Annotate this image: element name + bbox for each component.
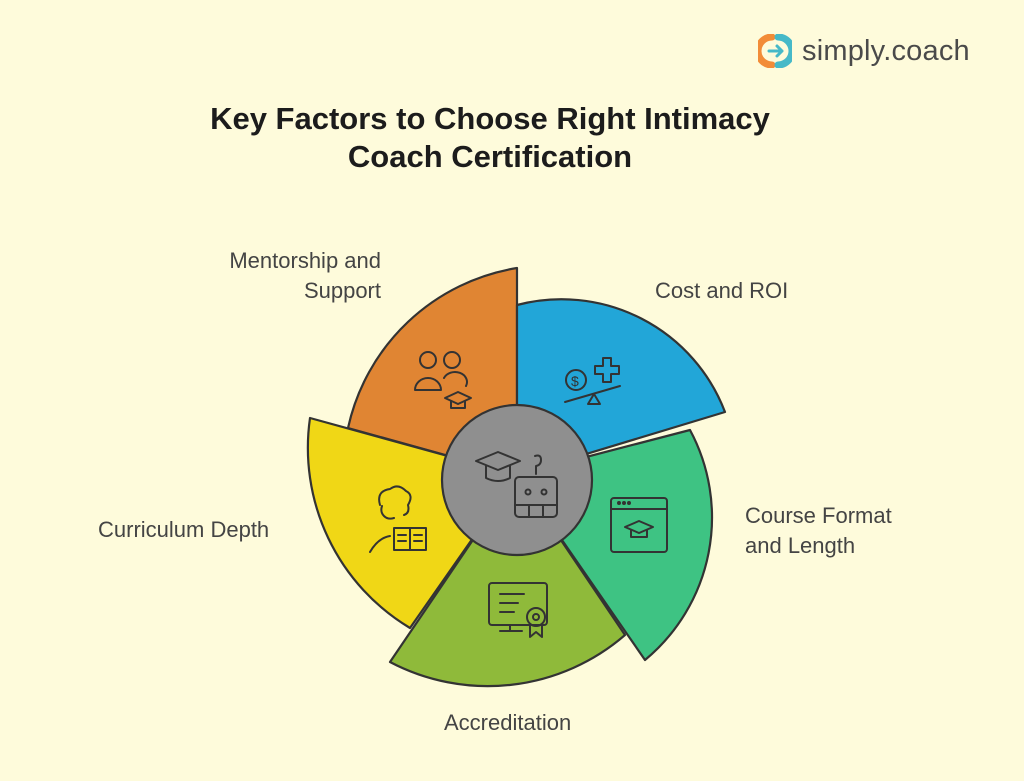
brand-logo: simply.coach bbox=[758, 34, 970, 68]
page-title: Key Factors to Choose Right Intimacy Coa… bbox=[0, 100, 980, 176]
label-cost: Cost and ROI bbox=[655, 278, 789, 303]
svg-text:$: $ bbox=[571, 373, 579, 389]
label-accreditation: Accreditation bbox=[444, 710, 572, 735]
online-course-icon bbox=[610, 497, 668, 553]
title-line-2: Coach Certification bbox=[347, 139, 633, 174]
brand-name: simply.coach bbox=[802, 34, 970, 67]
title-line-1: Key Factors to Choose Right Intimacy bbox=[210, 101, 770, 136]
graduation-cap-robot-icon bbox=[475, 451, 558, 518]
brand-logo-icon bbox=[758, 34, 792, 68]
label-mentorship: Mentorship and Support bbox=[229, 248, 381, 303]
segment-accreditation bbox=[388, 473, 627, 688]
label-curriculum: Curriculum Depth bbox=[98, 517, 270, 542]
cost-balance-icon: $ bbox=[564, 357, 621, 405]
mentors-graduation-icon bbox=[414, 351, 472, 409]
label-course: Course Format and Length bbox=[745, 503, 892, 558]
certificate-icon bbox=[488, 582, 548, 638]
center-hub bbox=[440, 403, 594, 557]
student-reading-icon bbox=[369, 485, 427, 553]
